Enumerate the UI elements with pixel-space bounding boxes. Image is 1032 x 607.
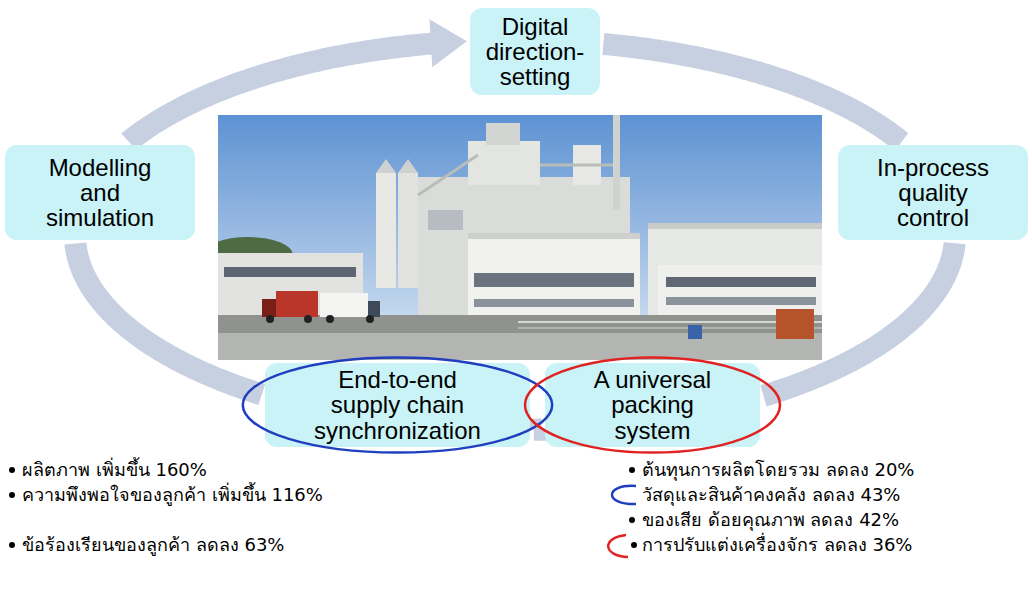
plant-buildings-part <box>398 173 418 288</box>
plant-buildings-part <box>468 233 640 239</box>
factory-photo <box>218 115 822 360</box>
result-text: ผลิตภาพ เพิ่มขึ้น 160% <box>22 459 207 480</box>
process-box: Modelling and simulation <box>5 145 195 240</box>
result-text: ต้นทุนการผลิตโดยรวม ลดลง 20% <box>642 459 914 480</box>
box-text: Modelling and simulation <box>35 155 165 231</box>
plant-ground-part <box>218 315 822 360</box>
result-text: ความพึงพอใจของลูกค้า เพิ่มขึ้น 116% <box>22 484 323 505</box>
result-note: การปรับแต่งเครื่องจักร ลดลง 36% <box>642 533 912 557</box>
plant-buildings-part <box>648 223 822 229</box>
result-note: ความพึงพอใจของลูกค้า เพิ่มขึ้น 116% <box>22 483 323 507</box>
result-text: ของเสีย ด้อยคุณภาพ ลดลง 42% <box>642 509 899 530</box>
plant-buildings-part <box>376 173 396 288</box>
plant-buildings-part <box>474 273 634 287</box>
bullet-dot <box>9 542 15 548</box>
plant-buildings-part <box>486 123 520 145</box>
plant-buildings-part <box>468 141 540 185</box>
ring-segment <box>534 419 542 441</box>
box-text: End-to-end supply chain synchronization <box>307 367 489 443</box>
box-text: A universal packing system <box>578 367 728 443</box>
bullet-dot <box>631 542 637 548</box>
plant-buildings-part <box>666 277 816 287</box>
bullet-dot <box>629 517 635 523</box>
bullet-dot <box>9 467 15 473</box>
plant-buildings-part <box>666 297 816 305</box>
photo-sky-part <box>218 115 822 360</box>
process-box: Digital direction-setting <box>470 8 600 95</box>
photo-sky <box>218 115 822 360</box>
bullet-dot <box>9 492 15 498</box>
trucks-part <box>304 315 312 323</box>
trucks-part <box>262 299 276 317</box>
result-text: วัสดุและสินค้าคงคลัง ลดลง 43% <box>642 484 900 505</box>
plant-buildings-part <box>540 164 613 167</box>
arrow-head <box>429 19 466 67</box>
plant-ground <box>218 315 822 360</box>
plant-buildings-part <box>418 155 478 195</box>
result-note: ต้นทุนการผลิตโดยรวม ลดลง 20% <box>642 458 914 482</box>
plant-buildings-part <box>376 159 396 173</box>
plant-buildings-part <box>224 267 356 277</box>
trucks-part <box>368 301 380 317</box>
plant-buildings <box>218 115 822 329</box>
blue-mark <box>612 486 636 504</box>
bullet-dot <box>629 467 635 473</box>
plant-ground-part <box>218 333 822 360</box>
process-box: A universal packing system <box>545 363 760 447</box>
plant-buildings-part <box>474 299 634 307</box>
process-box: End-to-end supply chain synchronization <box>265 363 530 447</box>
result-text: ข้อร้องเรียนของลูกค้า ลดลง 63% <box>22 534 284 555</box>
trucks-part <box>688 325 702 339</box>
trucks-part <box>776 309 814 339</box>
trucks <box>262 291 814 339</box>
result-note: ผลิตภาพ เพิ่มขึ้น 160% <box>22 458 207 482</box>
plant-buildings-part <box>428 210 463 230</box>
highlight-ellipse <box>243 357 552 452</box>
result-note: ข้อร้องเรียนของลูกค้า ลดลง 63% <box>22 533 284 557</box>
highlight-ellipse <box>525 357 780 452</box>
plant-buildings-part <box>613 115 620 210</box>
red-mark <box>608 535 628 557</box>
trucks-part <box>266 315 274 323</box>
box-text: In-process quality control <box>868 155 998 231</box>
result-note: วัสดุและสินค้าคงคลัง ลดลง 43% <box>642 483 900 507</box>
box-text: Digital direction-setting <box>478 14 592 90</box>
plant-buildings-part <box>398 159 418 173</box>
trucks-part <box>320 293 368 317</box>
result-text: การปรับแต่งเครื่องจักร ลดลง 36% <box>642 534 912 555</box>
result-note: ของเสีย ด้อยคุณภาพ ลดลง 42% <box>642 508 899 532</box>
cycle-arrow <box>534 429 542 430</box>
trucks-part <box>326 315 334 323</box>
trucks-part <box>276 291 318 317</box>
process-box: In-process quality control <box>838 145 1028 240</box>
trucks-part <box>366 315 374 323</box>
